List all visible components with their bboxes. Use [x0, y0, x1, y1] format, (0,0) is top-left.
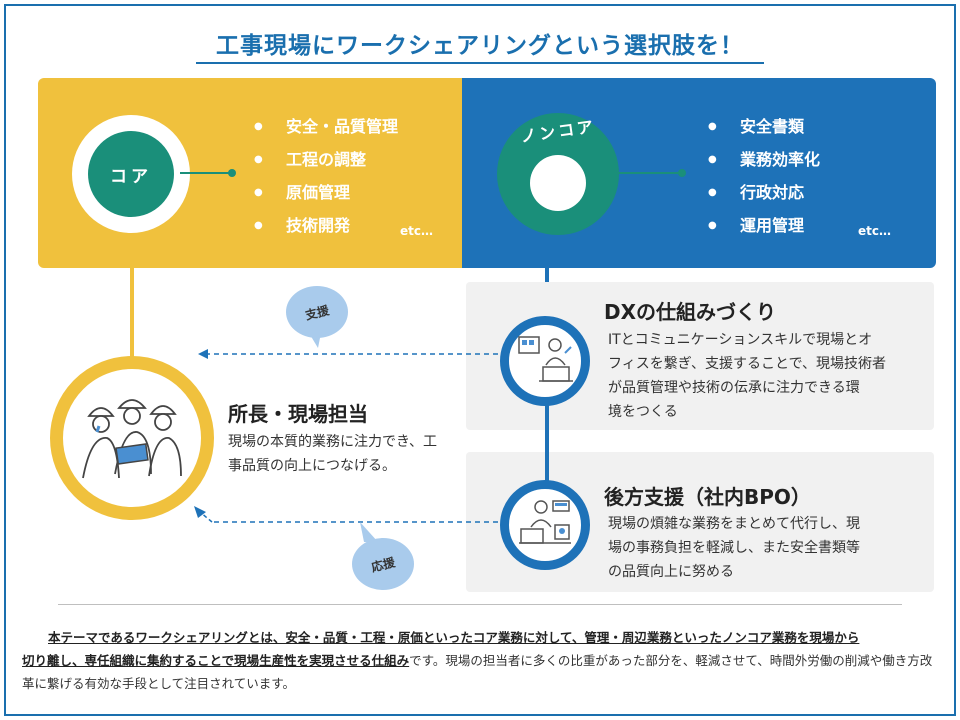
cheer-bubble-tail	[360, 522, 378, 542]
core-item: 安全・品質管理	[254, 110, 398, 143]
noncore-item: 運用管理	[708, 209, 820, 242]
core-vertical-line	[130, 268, 134, 360]
core-label: コア	[88, 131, 174, 217]
dx-bpo-vertical-line	[545, 392, 549, 492]
core-item-list: 安全・品質管理 工程の調整 原価管理 技術開発	[254, 110, 398, 242]
bpo-ring	[500, 480, 590, 570]
core-item: 技術開発	[254, 209, 398, 242]
noncore-connector	[612, 169, 686, 177]
workers-illustration-icon	[77, 386, 187, 490]
noncore-item-list: 安全書類 業務効率化 行政対応 運用管理	[708, 110, 820, 242]
main-text: 現場の本質的業務に注力でき、工 事品質の向上につなげる。	[228, 434, 438, 474]
main-title: 所長・現場担当	[228, 402, 368, 426]
noncore-etc: etc…	[858, 224, 891, 238]
dx-worker-laptop-icon	[515, 331, 575, 391]
core-etc: etc…	[400, 224, 433, 238]
page-title: 工事現場にワークシェアリングという選択肢を！	[216, 33, 744, 59]
core-item: 工程の調整	[254, 143, 398, 176]
noncore-item: 行政対応	[708, 176, 820, 209]
bpo-office-worker-icon	[515, 495, 575, 555]
footer-emphasis-line2: 切り離し、専任組織に集約することで現場生産性を実現させる仕組み	[22, 653, 410, 668]
dx-title: DXの仕組みづくり	[604, 300, 777, 324]
noncore-ring	[497, 113, 619, 235]
noncore-inner-dot	[530, 155, 586, 211]
noncore-item: 業務効率化	[708, 143, 820, 176]
cheer-bubble: 応援	[352, 538, 414, 590]
core-connector	[180, 169, 236, 177]
main-ring	[50, 356, 214, 520]
outer-frame	[4, 4, 956, 716]
core-ring: コア	[72, 115, 190, 233]
footer-rest: です。現場の担当者に多くの比重があった部分を、軽減させて、時間外労働の削減や働き…	[22, 653, 933, 691]
footer-divider	[58, 604, 902, 605]
noncore-item: 安全書類	[708, 110, 820, 143]
support-bubble-tail	[306, 328, 322, 348]
support-arrow-head	[198, 349, 208, 359]
dx-ring	[500, 316, 590, 406]
title-underline	[196, 62, 764, 64]
bpo-title: 後方支援（社内BPO）	[604, 485, 811, 509]
bpo-text: 現場の煩雑な業務をまとめて代行し、現 場の事務負担を軽減し、また安全書類等 の品…	[608, 516, 860, 580]
footer-emphasis-line1: 本テーマであるワークシェアリングとは、安全・品質・工程・原価といったコア業務に対…	[48, 630, 860, 645]
footer-text: 本テーマであるワークシェアリングとは、安全・品質・工程・原価といったコア業務に対…	[22, 626, 938, 695]
core-item: 原価管理	[254, 176, 398, 209]
dx-text: ITとコミュニケーションスキルで現場とオ フィスを繋ぎ、支援することで、現場技術…	[608, 332, 887, 420]
